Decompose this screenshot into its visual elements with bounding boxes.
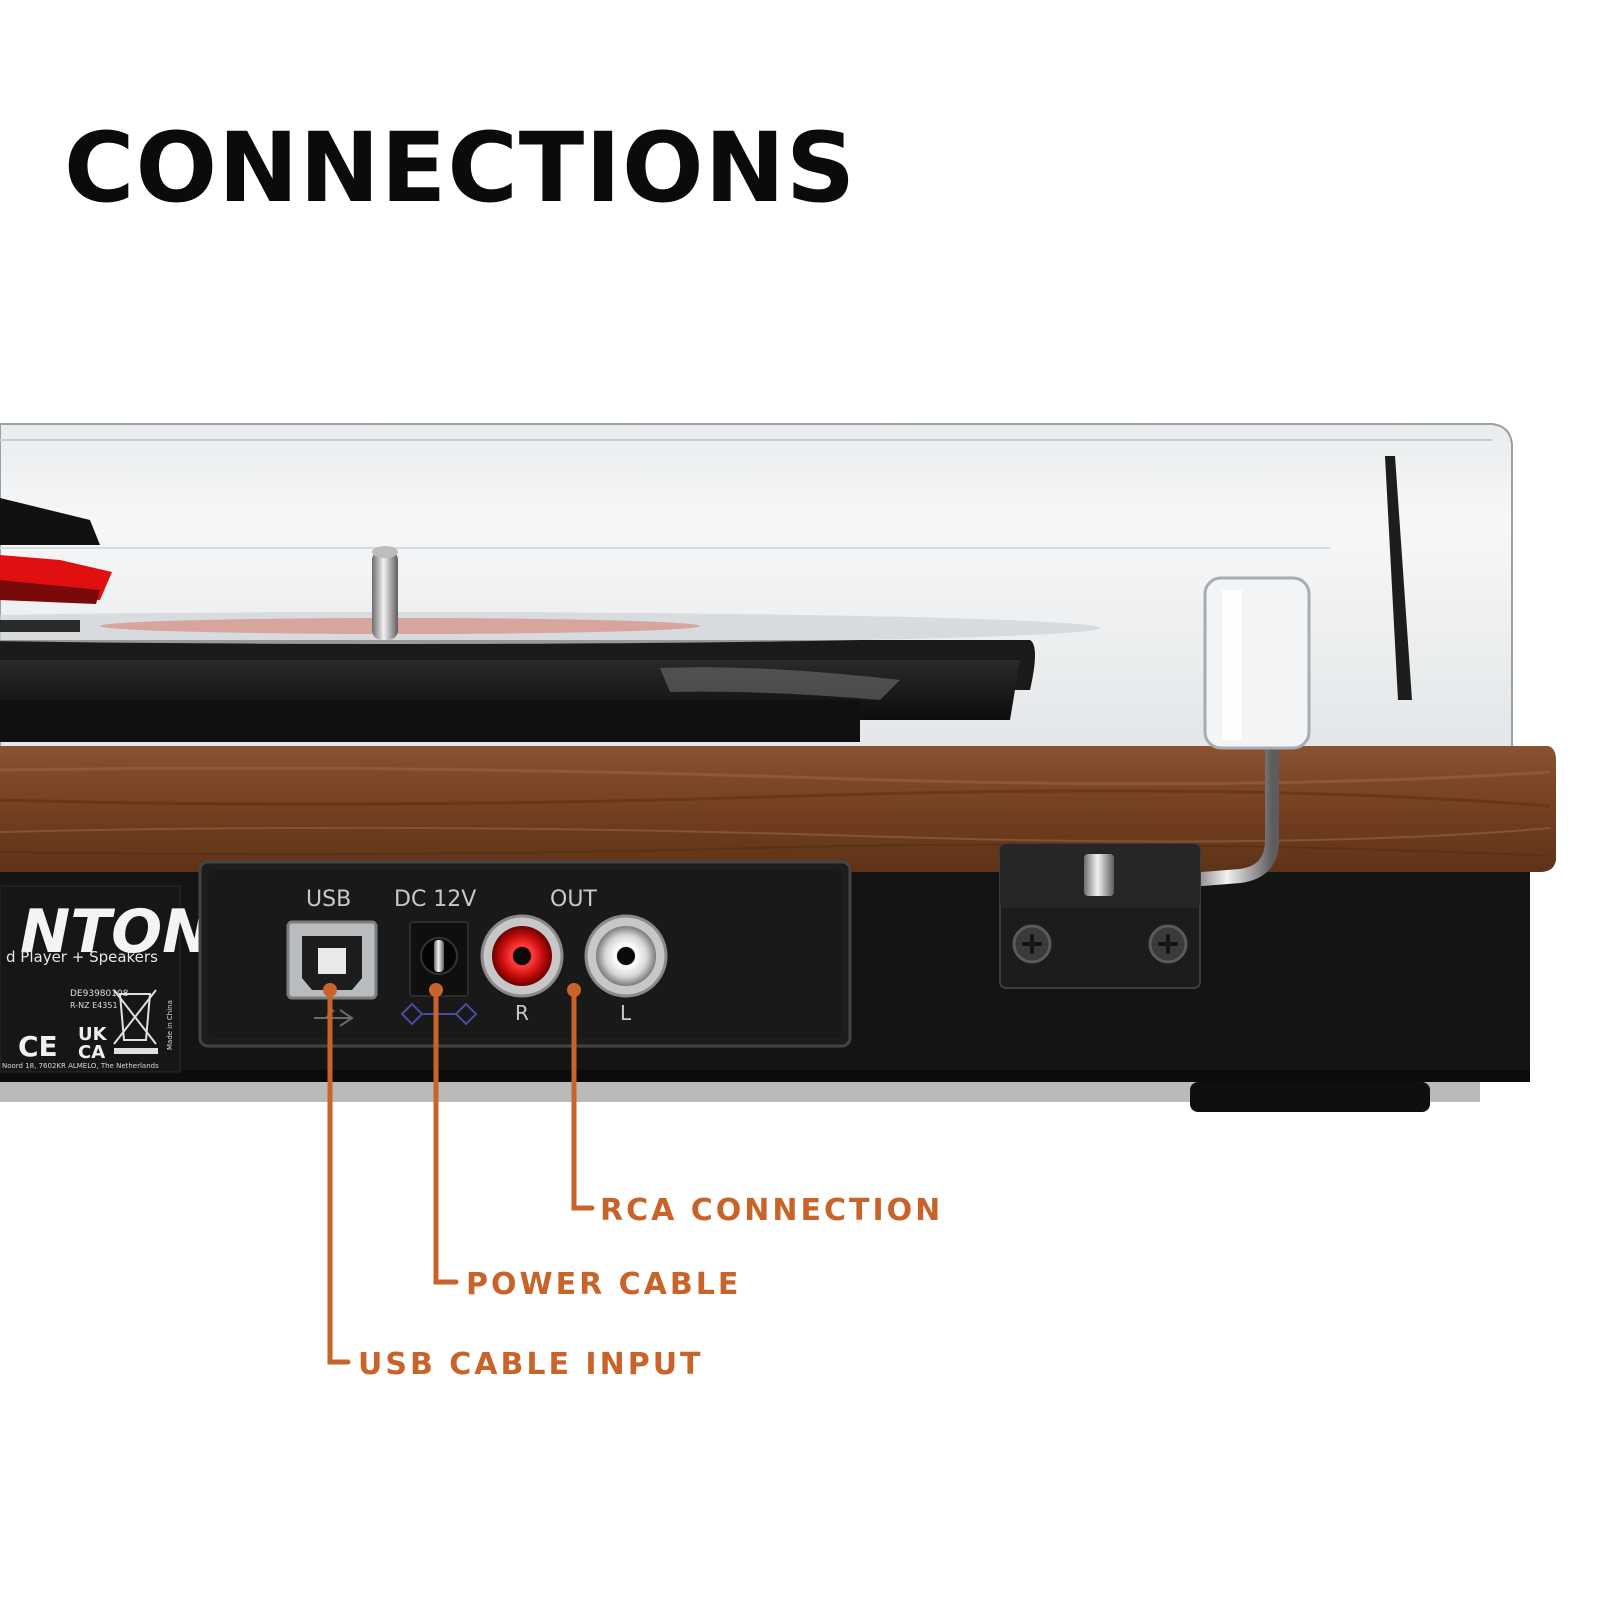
- out-label: OUT: [550, 887, 597, 912]
- connector-panel: USB DC 12V OUT R L: [198, 860, 852, 1048]
- ukca-mark-top: UK: [78, 1024, 108, 1045]
- ukca-mark-bottom: CA: [78, 1042, 105, 1063]
- tonearm-cartridge: [0, 498, 112, 632]
- wood-plinth: [0, 746, 1556, 872]
- callout-leaders: [323, 983, 595, 1365]
- brand-subtitle: d Player + Speakers: [6, 948, 158, 966]
- usb-label: USB: [306, 887, 351, 912]
- origin-text: Made in China: [166, 1000, 174, 1050]
- rca-right-socket[interactable]: [480, 914, 564, 998]
- brand-plate: NTON d Player + Speakers DE93980108 R-NZ…: [0, 885, 212, 1073]
- callout-power-cable: POWER CABLE: [466, 1267, 742, 1302]
- rnz-code: R-NZ E4351: [70, 1001, 118, 1010]
- callout-rca-connection: RCA CONNECTION: [600, 1193, 944, 1228]
- spindle: [372, 546, 398, 640]
- weee-bin-icon: [113, 989, 157, 1045]
- lid-hinge: [999, 576, 1311, 989]
- dc-polarity-icon: [400, 1002, 478, 1026]
- brand-name: NTON: [20, 897, 212, 967]
- usb-b-port[interactable]: [286, 920, 378, 1000]
- ce-mark: CE: [18, 1030, 58, 1063]
- cert-id: DE93980108: [70, 989, 129, 999]
- rca-leader-line: [571, 987, 595, 1211]
- rca-left-socket[interactable]: [584, 914, 668, 998]
- rca-right-label: R: [515, 1001, 529, 1025]
- dc-power-jack[interactable]: [409, 921, 469, 997]
- platter: [0, 612, 1100, 742]
- address-text: Noord 18, 7602KR ALMELO, The Netherlands: [2, 1062, 159, 1070]
- rca-left-label: L: [620, 1001, 632, 1025]
- callout-usb-cable-input: USB CABLE INPUT: [358, 1347, 704, 1382]
- dc-label: DC 12V: [394, 887, 476, 912]
- usb-leader-line: [327, 987, 351, 1365]
- power-leader-line: [433, 987, 459, 1285]
- page-title: CONNECTIONS: [64, 112, 857, 224]
